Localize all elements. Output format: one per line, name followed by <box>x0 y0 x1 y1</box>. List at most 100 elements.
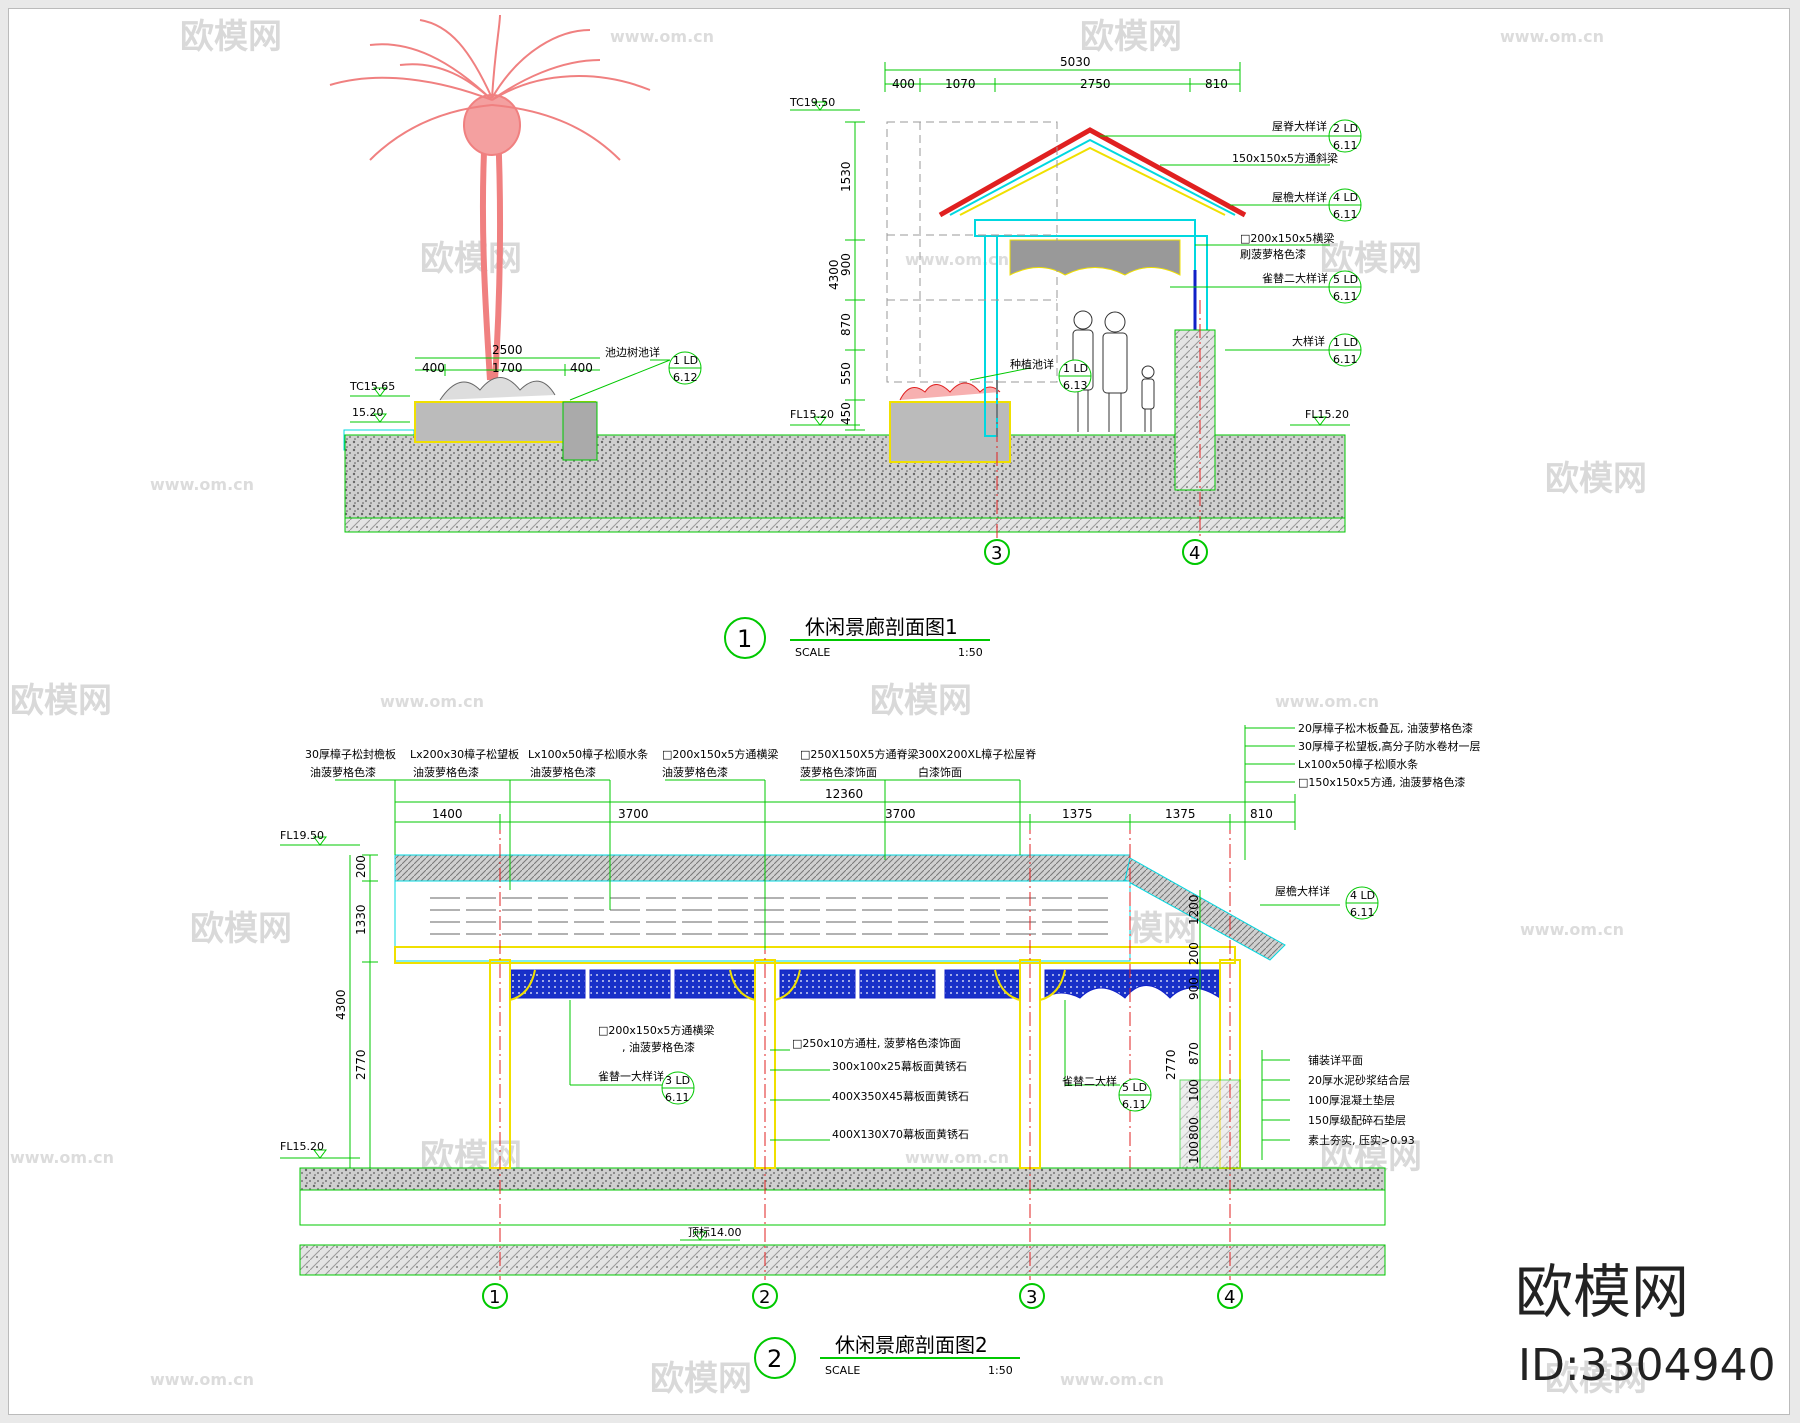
roof-layer-note: Lx100x50樟子松顺水条 <box>1298 757 1418 771</box>
detail-ref: 1 LD <box>673 354 698 367</box>
detail-ref: 6.11 <box>1333 139 1358 152</box>
material-note: □250X150X5方通脊梁 <box>800 747 918 761</box>
material-note: 油菠萝格色漆 <box>413 765 479 779</box>
detail-ref: 2 LD <box>1333 122 1358 135</box>
detail-ref: 1 LD <box>1063 362 1088 375</box>
dimension-label: 3700 <box>885 807 916 821</box>
palm-tree <box>329 14 651 381</box>
section-1: 3 4 5030 400 1070 2750 810 <box>329 14 1362 659</box>
level-label: TC15.65 <box>349 380 395 393</box>
material-note: 油菠萝格色漆 <box>530 765 596 779</box>
annotation-text: 雀替二大样详 <box>1262 271 1328 285</box>
detail-ref: 3 LD <box>665 1074 690 1087</box>
grid-axis-marker <box>1019 1283 1045 1309</box>
material-note: □200x150x5方通横梁 <box>598 1023 714 1037</box>
detail-ref: 6.13 <box>1063 379 1088 392</box>
roof-layer-note: 30厚樟子松望板,高分子防水卷材一层 <box>1298 739 1481 753</box>
dimension-label: 100 <box>1187 1141 1201 1164</box>
watermark: 欧模网 <box>1545 459 1647 499</box>
material-note: 油菠萝格色漆 <box>662 765 728 779</box>
watermark-url: www.om.cn <box>905 250 1009 269</box>
material-note: , 油菠萝格色漆 <box>622 1040 695 1054</box>
dimension-label: 400 <box>570 361 593 375</box>
watermark-url: www.om.cn <box>150 475 254 494</box>
grid-axis-label: 1 <box>489 1287 500 1308</box>
grid-axis-label: 4 <box>1189 543 1200 564</box>
dimension-label: 1330 <box>354 904 368 935</box>
pavilion-section <box>886 121 1247 491</box>
annotation-text: 150x150x5方通斜梁 <box>1232 151 1338 165</box>
dimension-label: 1400 <box>432 807 463 821</box>
level-label: FL15.20 <box>280 1140 324 1153</box>
lattice-beams <box>509 969 1221 999</box>
detail-ref: 6.11 <box>1333 208 1358 221</box>
annotation-text: 雀替一大样详 <box>598 1069 664 1083</box>
dimension-label: 870 <box>839 313 853 336</box>
dimension-label: 400 <box>892 77 915 91</box>
roof-slats <box>394 880 1131 962</box>
watermark: 欧模网 <box>420 239 522 279</box>
dimension-label: 1700 <box>492 361 523 375</box>
floor-layer-note: 20厚水泥砂浆结合层 <box>1308 1073 1410 1087</box>
watermark-url: www.om.cn <box>150 1370 254 1389</box>
dimension-label: 4300 <box>827 259 841 290</box>
material-note: Lx100x50樟子松顺水条 <box>528 747 648 761</box>
material-note: 300X200XL樟子松屋脊 <box>918 747 1036 761</box>
dimension-label: 200 <box>354 855 368 878</box>
watermark: 欧模网 <box>650 1359 752 1399</box>
annotation-text: 大样详 <box>1292 334 1325 348</box>
material-note: □250x10方通柱, 菠萝格色漆饰面 <box>792 1036 961 1050</box>
scale-value: 1:50 <box>988 1364 1013 1377</box>
dimension-label: 4300 <box>334 989 348 1020</box>
dimension-label: 2500 <box>492 343 523 357</box>
annotation-text: 雀替二大样 <box>1062 1074 1117 1088</box>
roof-layer-note: □150x150x5方通, 油菠萝格色漆 <box>1298 775 1465 789</box>
annotation-text: 屋檐大样详 <box>1275 884 1330 898</box>
level-label: 15.20 <box>352 406 384 419</box>
section-number: 1 <box>737 625 752 653</box>
level-label: FL19.50 <box>280 829 324 842</box>
material-note: 400X130X70幕板面黄锈石 <box>832 1127 969 1141</box>
detail-ref: 6.11 <box>1122 1098 1147 1111</box>
dimension-label: 12360 <box>825 787 863 801</box>
brand-logo-text: 欧模网 <box>1515 1258 1689 1326</box>
watermark-url: www.om.cn <box>380 692 484 711</box>
dimension-label: 1070 <box>945 77 976 91</box>
dimension-label: 1530 <box>839 161 853 192</box>
roof-tiles <box>394 854 1131 882</box>
deep-layer <box>299 1244 1386 1276</box>
dimension-label: 1375 <box>1062 807 1093 821</box>
dimension-label: 200 <box>1187 942 1201 965</box>
detail-ref: 4 LD <box>1333 191 1358 204</box>
level-label: 顶标14.00 <box>688 1225 742 1239</box>
section-number: 2 <box>767 1345 782 1373</box>
watermark: 欧模网 <box>1545 1359 1647 1399</box>
watermark: 欧模网 <box>180 17 282 57</box>
material-note: 菠萝格色漆饰面 <box>800 765 877 779</box>
dimension-label: 900 <box>1187 977 1201 1000</box>
detail-ref: 5 LD <box>1333 273 1358 286</box>
dimension-label: 400 <box>422 361 445 375</box>
dimension-label: 870 <box>1187 1042 1201 1065</box>
watermark: 欧模网 <box>10 681 112 721</box>
scale-label: SCALE <box>795 646 830 659</box>
model-id: ID:3304940 <box>1518 1340 1776 1391</box>
dimension-label: 5030 <box>1060 55 1091 69</box>
material-note: 30厚樟子松封檐板 <box>305 747 396 761</box>
dimension-label: 2750 <box>1080 77 1111 91</box>
detail-ref: 6.12 <box>673 371 698 384</box>
material-note: 300x100x25幕板面黄锈石 <box>832 1059 967 1073</box>
section-2: 1 2 3 4 <box>280 721 1481 1379</box>
grid-axis-label: 3 <box>1026 1287 1037 1308</box>
floor-layer-note: 铺装详平面 <box>1308 1053 1363 1067</box>
dimension-label: 1200 <box>1187 894 1201 925</box>
dimension-label: 810 <box>1205 77 1228 91</box>
grid-axis-marker <box>1217 1283 1243 1309</box>
tree-planter <box>414 377 598 461</box>
detail-ref: 6.11 <box>1350 906 1375 919</box>
grid-axis-marker <box>984 539 1010 565</box>
dimension-label: 900 <box>839 253 853 276</box>
material-note: 油菠萝格色漆 <box>310 765 376 779</box>
dimension-label: 810 <box>1250 807 1273 821</box>
